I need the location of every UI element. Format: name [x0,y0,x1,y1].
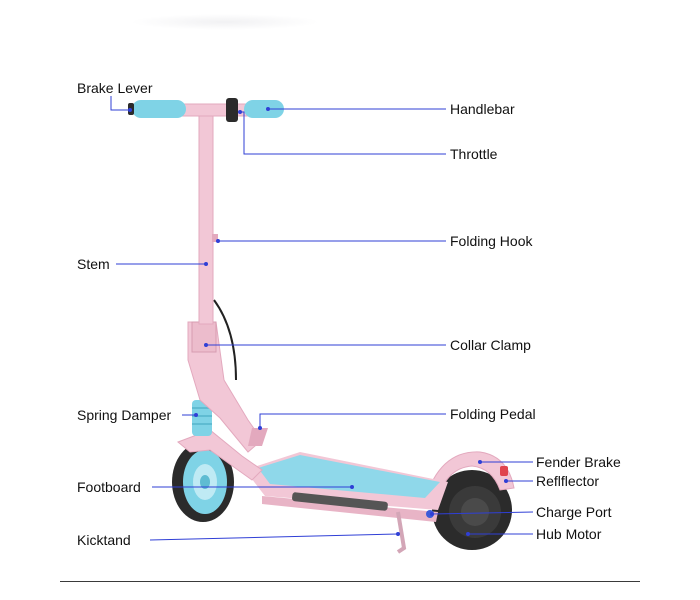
kickstand [396,511,407,554]
folding-pedal [248,428,268,446]
ground-line [60,581,640,582]
reflector [500,466,508,476]
top-blur [130,14,320,30]
leader-dots [128,107,508,536]
label-brake-lever: Brake Lever [77,80,153,96]
label-hub-motor: Hub Motor [536,526,602,542]
leader-kickstand [149,533,399,541]
collar-clamp [191,321,217,353]
front-fork [177,429,263,481]
label-fender-brake: Fender Brake [536,454,621,470]
leader-brake-lever [110,96,130,111]
folding-hook [212,234,218,242]
brake-cable [213,299,237,381]
footboard-deck [245,452,448,522]
handlebar [128,98,284,122]
label-folding-pedal: Folding Pedal [450,406,536,422]
label-kickstand: Kicktand [77,532,131,548]
label-throttle: Throttle [450,146,498,162]
rear-fender [424,451,515,501]
label-spring-damper: Spring Damper [77,407,172,423]
label-charge-port: Charge Port [536,504,612,520]
stem [198,111,214,325]
hub-motor-wheel [432,470,512,550]
label-collar-clamp: Collar Clamp [450,337,531,353]
leader-charge-port [431,511,534,515]
label-folding-hook: Folding Hook [450,233,533,249]
leader-throttle [240,111,446,155]
label-reflector: Reflflector [536,473,600,489]
label-footboard: Footboard [77,479,141,495]
front-wheel [172,442,234,522]
leader-lines [110,96,534,541]
label-handlebar: Handlebar [450,101,515,117]
leader-folding-pedal [259,413,446,428]
label-stem: Stem [77,256,110,272]
